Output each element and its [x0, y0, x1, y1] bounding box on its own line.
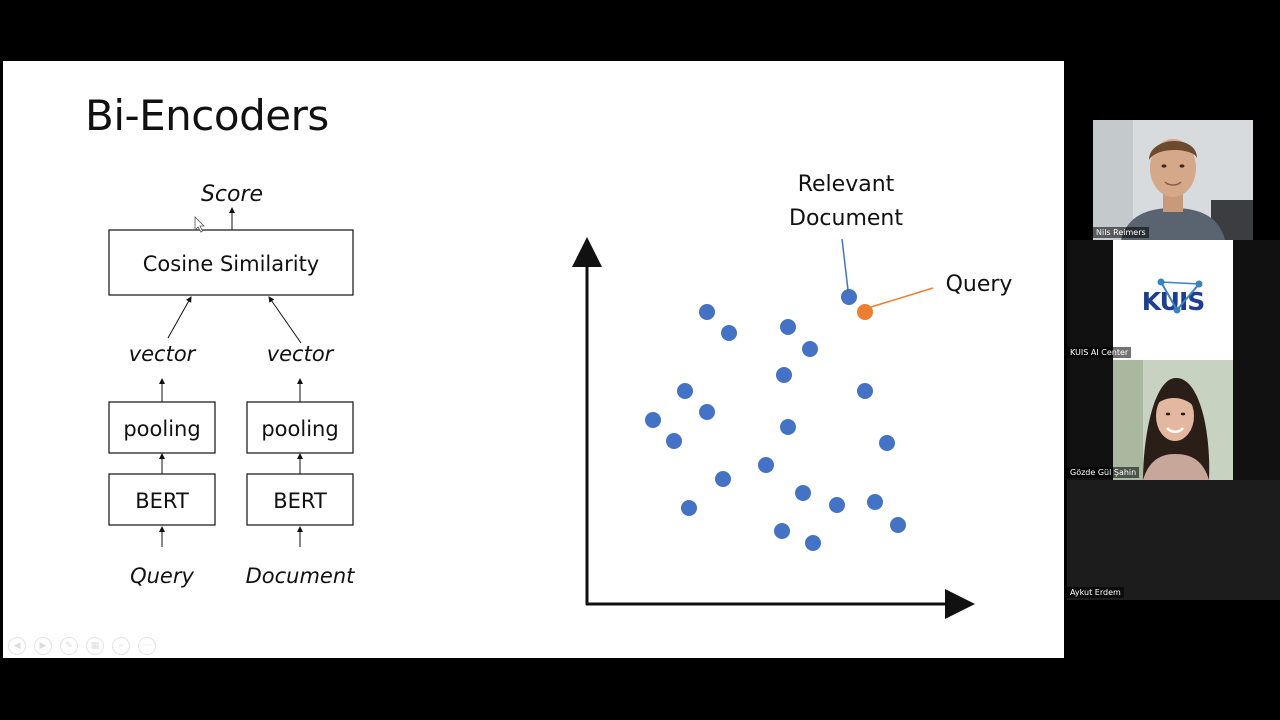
document-point	[805, 535, 821, 551]
document-point	[681, 500, 697, 516]
document-point	[776, 367, 792, 383]
kuis-logo-network-icon	[1157, 278, 1203, 314]
pooling-right-box	[246, 401, 354, 454]
document-point	[867, 494, 883, 510]
bert-right-box	[246, 473, 354, 526]
participant-video-gozde	[1113, 360, 1233, 480]
score-label: Score	[201, 182, 263, 207]
document-point	[857, 383, 873, 399]
bert-right-label: BERT	[273, 489, 327, 513]
next-icon[interactable]: ▶	[34, 637, 52, 655]
more-icon[interactable]: ⋯	[138, 637, 156, 655]
relevant-document-pointer	[841, 238, 849, 291]
kuis-logo: KUIS	[1117, 287, 1229, 316]
query-label: Query	[946, 272, 1013, 297]
cosine-similarity-label: Cosine Similarity	[143, 252, 319, 276]
zoom-icon[interactable]: ⌕	[112, 637, 130, 655]
participant-tile-aykut[interactable]: Aykut Erdem	[1067, 480, 1280, 600]
query-input-label: Query	[130, 564, 194, 588]
query-pointer	[870, 287, 934, 308]
document-point	[677, 383, 693, 399]
prev-icon[interactable]: ◀	[8, 637, 26, 655]
document-point	[780, 319, 796, 335]
presentation-slide: Bi-Encoders Score Cosine Similarity vect…	[3, 61, 1064, 658]
document-point	[774, 523, 790, 539]
document-point	[802, 341, 818, 357]
participant-name-kuis: KUIS AI Center	[1067, 347, 1132, 358]
participant-tile-kuis[interactable]: KUIS KUIS AI Center	[1067, 240, 1280, 360]
document-point	[890, 517, 906, 533]
document-input-label: Document	[246, 564, 356, 588]
kuis-logo-panel: KUIS	[1113, 240, 1233, 360]
document-point	[780, 419, 796, 435]
slides-icon[interactable]: ▦	[86, 637, 104, 655]
pooling-left-label: pooling	[123, 417, 200, 441]
document-point	[699, 404, 715, 420]
bert-left-box	[108, 473, 216, 526]
vector-right-label: vector	[267, 342, 335, 366]
participant-tile-gozde[interactable]: Gözde Gül Şahin	[1067, 360, 1280, 480]
participant-name-aykut: Aykut Erdem	[1067, 587, 1124, 598]
vector-right-arrow	[268, 296, 302, 344]
participant-video-nils	[1093, 120, 1253, 240]
document-point	[829, 497, 845, 513]
bert-left-label: BERT	[135, 489, 189, 513]
pooling-left-box	[108, 401, 216, 454]
cosine-similarity-box	[108, 229, 354, 296]
document-point	[699, 304, 715, 320]
document-point	[715, 471, 731, 487]
document-point	[758, 457, 774, 473]
participant-photo-gozde	[1113, 360, 1233, 480]
slideshow-toolbar: ◀ ▶ ✎ ▦ ⌕ ⋯	[8, 637, 156, 655]
query-point	[857, 304, 873, 320]
relevant-document-point	[841, 289, 857, 305]
vector-left-label: vector	[129, 342, 197, 366]
document-point	[645, 412, 661, 428]
relevant-document-label-line1: Relevant	[798, 172, 895, 197]
embedding-scatter-plot: Relevant Document Query	[572, 172, 1013, 619]
document-point	[795, 485, 811, 501]
document-point	[666, 433, 682, 449]
pooling-right-label: pooling	[261, 417, 338, 441]
participant-name-gozde: Gözde Gül Şahin	[1067, 467, 1140, 478]
relevant-document-label-line2: Document	[789, 206, 903, 231]
document-points	[645, 289, 906, 551]
participant-name-nils: Nils Reimers	[1093, 227, 1149, 238]
document-point	[879, 435, 895, 451]
pen-icon[interactable]: ✎	[60, 637, 78, 655]
vector-left-arrow	[167, 296, 192, 339]
participant-tile-nils[interactable]: Nils Reimers	[1093, 120, 1253, 240]
mouse-cursor-icon	[194, 216, 205, 233]
bi-encoder-diagram: Score Cosine Similarity vector vector po…	[108, 182, 356, 588]
slide-title: Bi-Encoders	[85, 91, 329, 140]
document-point	[721, 325, 737, 341]
